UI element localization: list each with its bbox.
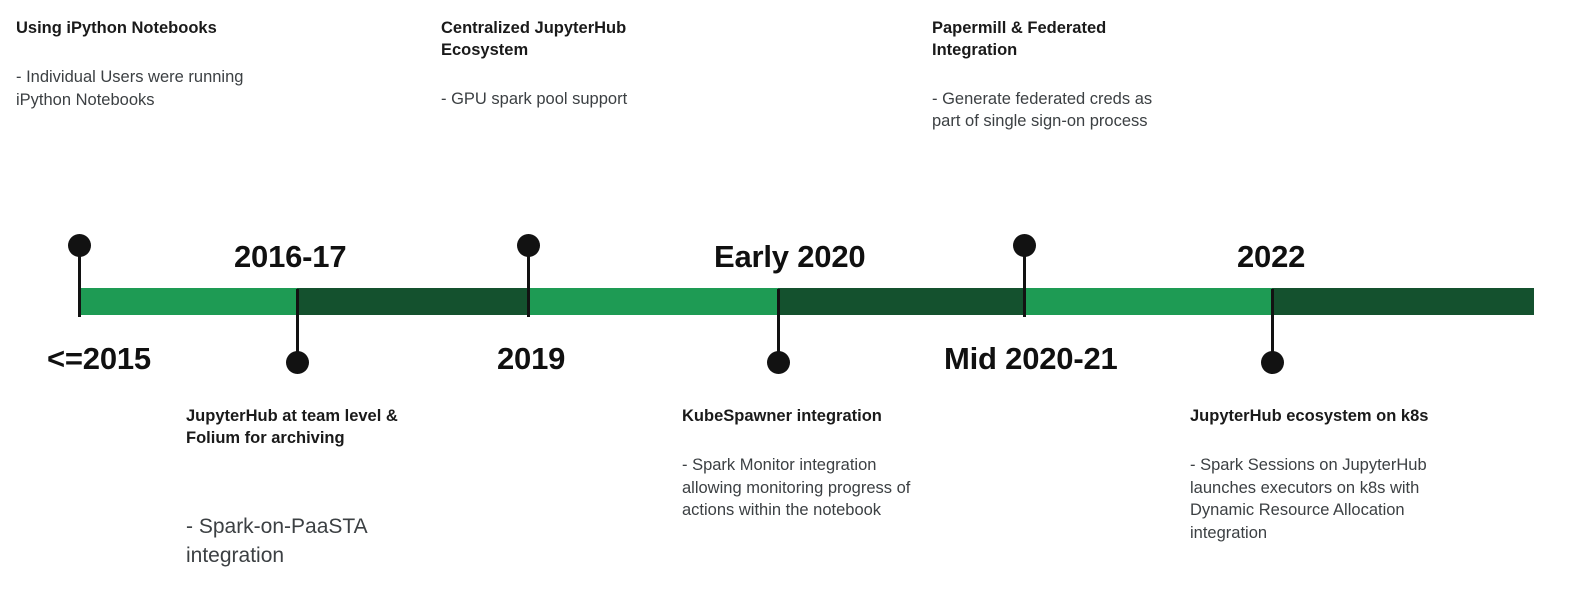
callout-block-1: Using iPython Notebooks - Individual User…	[16, 18, 316, 111]
year-label-4: Early 2020	[714, 239, 866, 274]
bar-segment-6	[1272, 288, 1534, 315]
marker-dot-3	[517, 234, 540, 257]
year-label-1: <=2015	[47, 341, 151, 376]
callout-title-5: Papermill & Federated Integration	[932, 19, 1107, 59]
marker-dot-1	[68, 234, 91, 257]
marker-dot-6	[1261, 351, 1284, 374]
callout-title-1: Using iPython Notebooks	[16, 19, 217, 37]
marker-stem-6	[1271, 289, 1274, 363]
bar-segment-1	[79, 288, 297, 315]
callout-block-2: JupyterHub at team level & Folium for ar…	[186, 406, 486, 571]
marker-stem-1	[78, 245, 81, 317]
marker-stem-3	[527, 245, 530, 317]
year-label-6: 2022	[1237, 239, 1306, 274]
year-label-2: 2016-17	[234, 239, 347, 274]
callout-block-6: JupyterHub ecosystem on k8s - Spark Sessi…	[1190, 406, 1500, 545]
callout-body-2: - Spark-on-PaaSTA integration	[186, 514, 368, 568]
timeline-bar	[79, 288, 1534, 315]
marker-dot-5	[1013, 234, 1036, 257]
callout-title-6: JupyterHub ecosystem on k8s	[1190, 407, 1429, 425]
callout-body-1: - Individual Users were running iPython …	[16, 67, 244, 109]
callout-body-5: - Generate federated creds as part of si…	[932, 89, 1153, 131]
callout-body-4: - Spark Monitor integration allowing mon…	[682, 455, 911, 520]
bar-segment-3	[528, 288, 778, 315]
bar-segment-4	[778, 288, 1024, 315]
bar-segment-2	[297, 288, 528, 315]
marker-dot-2	[286, 351, 309, 374]
callout-body-6: - Spark Sessions on JupyterHub launches …	[1190, 455, 1427, 543]
bar-segment-5	[1024, 288, 1272, 315]
callout-body-3: - GPU spark pool support	[441, 89, 628, 108]
callout-title-3: Centralized JupyterHub Ecosystem	[441, 19, 627, 59]
callout-block-5: Papermill & Federated Integration - Gener…	[932, 18, 1232, 133]
callout-title-4: KubeSpawner integration	[682, 407, 882, 425]
marker-stem-5	[1023, 245, 1026, 317]
year-label-5: Mid 2020-21	[944, 341, 1118, 376]
marker-stem-4	[777, 289, 780, 363]
marker-stem-2	[296, 289, 299, 363]
marker-dot-4	[767, 351, 790, 374]
year-label-3: 2019	[497, 341, 566, 376]
callout-block-3: Centralized JupyterHub Ecosystem - GPU sp…	[441, 18, 741, 110]
callout-block-4: KubeSpawner integration - Spark Monitor i…	[682, 406, 982, 522]
callout-title-2: JupyterHub at team level & Folium for ar…	[186, 407, 398, 447]
